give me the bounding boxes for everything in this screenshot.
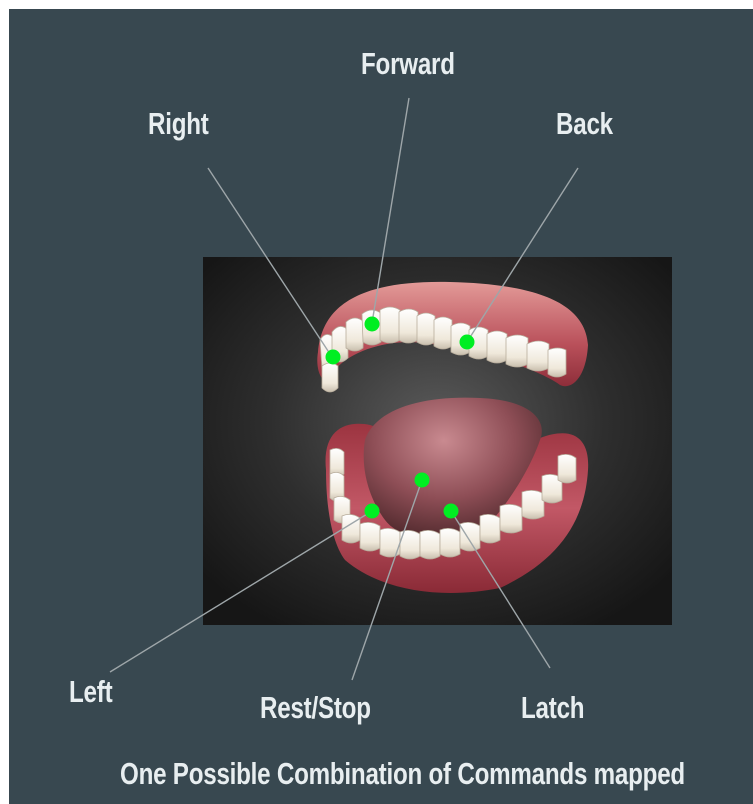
label-forward: Forward	[361, 46, 455, 82]
command-dot-latch	[444, 504, 459, 519]
label-rest-stop: Rest/Stop	[260, 690, 371, 726]
label-latch: Latch	[521, 690, 584, 726]
command-dot-forward	[365, 317, 380, 332]
command-dot-right	[326, 350, 341, 365]
label-right: Right	[148, 106, 209, 142]
caption: One Possible Combination of Commands map…	[120, 756, 685, 792]
command-dot-left	[365, 504, 380, 519]
label-back: Back	[556, 106, 613, 142]
command-dot-back	[460, 335, 475, 350]
command-dot-rest-stop	[415, 473, 430, 488]
label-left: Left	[69, 674, 112, 710]
